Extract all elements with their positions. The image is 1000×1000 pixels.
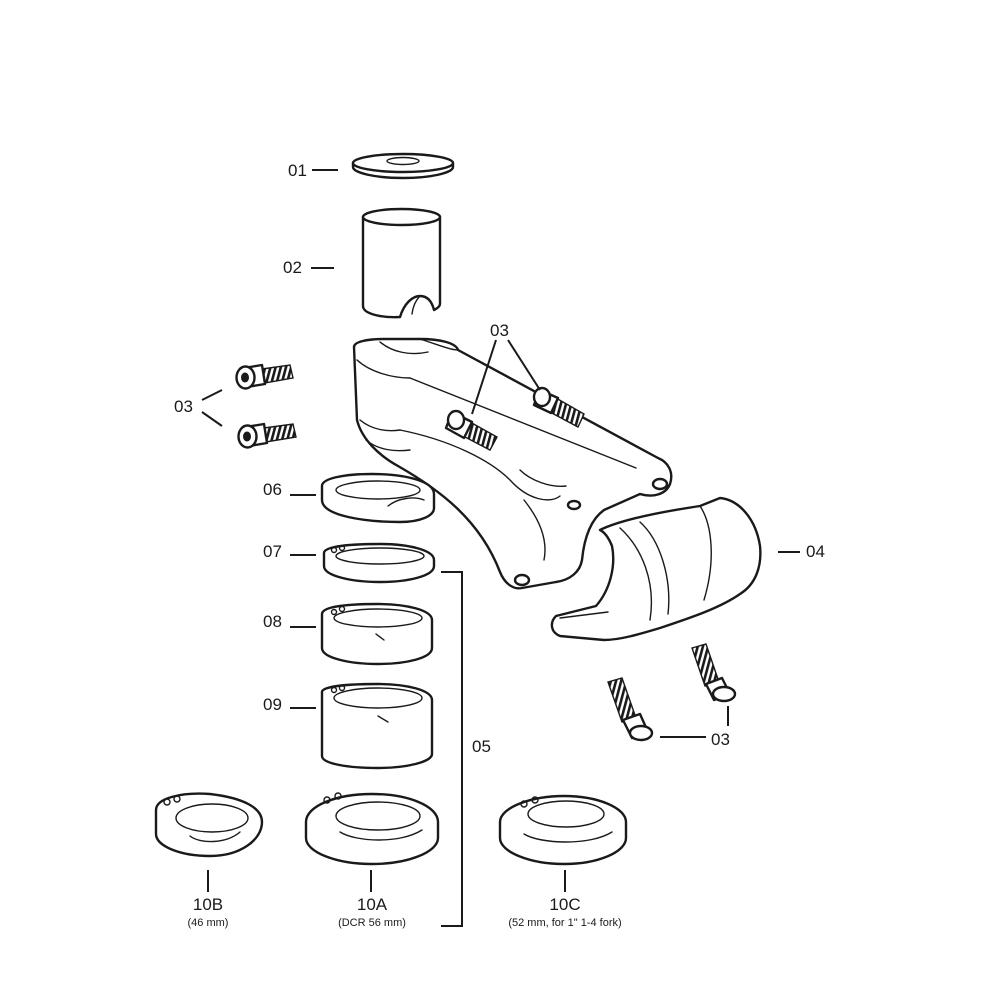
label-07: 07	[263, 542, 282, 561]
part-10c-headset-cover	[498, 794, 628, 866]
label-10b: 10B	[193, 895, 223, 914]
sublabel-10a: (DCR 56 mm)	[338, 917, 406, 929]
leader-03-left-upper	[201, 389, 223, 401]
sublabel-10c: (52 mm, for 1" 1-4 fork)	[508, 917, 621, 929]
label-09: 09	[263, 695, 282, 714]
label-01: 01	[288, 161, 307, 180]
leader-03-top-b	[507, 339, 541, 391]
label-10a: 10A	[357, 895, 388, 914]
part-03-bolt-upper-left	[235, 363, 294, 390]
part-03-bolt-lower-right-b	[691, 643, 737, 703]
sublabel-10b: (46 mm)	[188, 917, 229, 929]
label-02: 02	[283, 258, 302, 277]
label-03-top: 03	[490, 321, 509, 340]
label-03-bottom: 03	[711, 730, 730, 749]
part-09-spacer	[320, 682, 434, 770]
leader-03-top-a	[471, 339, 497, 415]
part-08-spacer	[320, 602, 434, 666]
part-02-sleeve	[361, 207, 442, 319]
part-10a-headset-cover	[304, 792, 440, 866]
part-04-faceplate	[550, 496, 762, 642]
leader-03-left-lower	[201, 411, 223, 427]
part-03-bolt-stem-front	[444, 409, 498, 451]
part-03-bolt-lower-right-a	[607, 677, 654, 742]
part-06-wedge-spacer	[320, 472, 436, 524]
part-07-spacer	[322, 542, 436, 584]
leader-05-bracket	[441, 571, 463, 927]
part-03-bolt-lower-left	[237, 422, 297, 449]
label-06: 06	[263, 480, 282, 499]
part-10b-headset-cover	[154, 792, 264, 858]
label-08: 08	[263, 612, 282, 631]
label-04: 04	[806, 542, 825, 561]
part-01-top-cap	[351, 152, 455, 180]
part-03-bolt-stem-rear	[532, 386, 585, 428]
leader-lines	[201, 169, 800, 927]
stem-body	[352, 337, 673, 590]
label-05: 05	[472, 737, 491, 756]
label-03-left: 03	[174, 397, 193, 416]
label-10c: 10C	[549, 895, 580, 914]
part-labels: 01 02 03 03 04 05 06 07 08 09 03 10A 10B…	[174, 161, 825, 929]
